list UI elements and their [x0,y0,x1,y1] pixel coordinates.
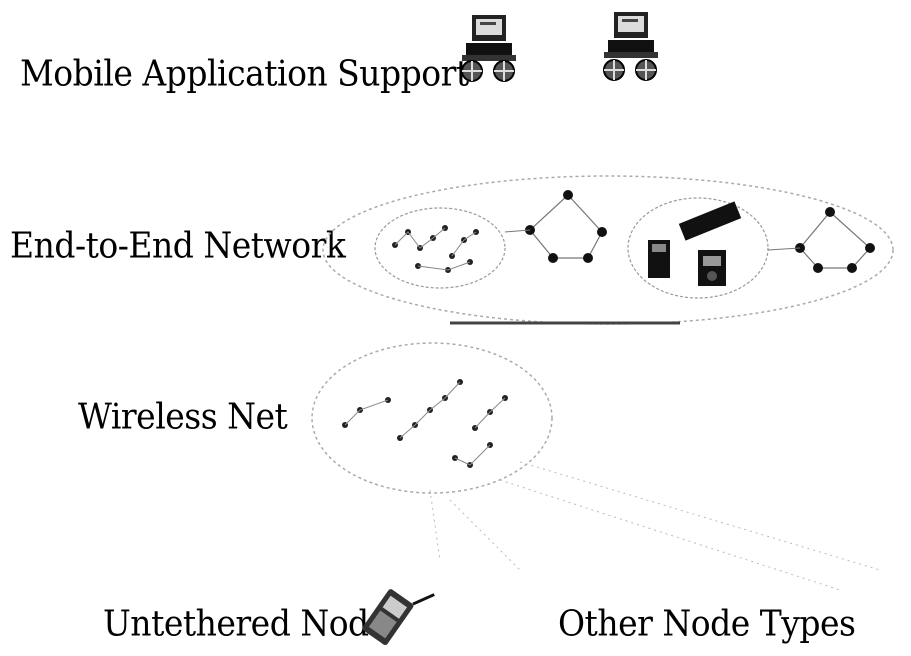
label-mobile-application-support: Mobile Application Support [20,52,469,95]
end-to-end-network-boundary [322,175,894,325]
subnet-boundary [374,207,506,289]
device-icon [648,201,742,286]
handheld-device-icon [362,589,435,645]
label-other-node-types: Other Node Types [558,602,856,645]
router-ring [767,207,875,273]
wireless-nodes [342,379,508,468]
label-untethered-node: Untethered Node [103,602,388,645]
workstation-icon [461,15,516,82]
label-end-to-end-network: End-to-End Network [10,224,346,267]
workstation-icon [603,12,658,81]
device-subnet-boundary [627,197,769,299]
subnet-nodes [392,225,479,273]
router-ring [504,190,607,263]
label-wireless-net: Wireless Net [78,395,288,438]
connection-lines [429,461,881,591]
wireless-net-boundary [311,342,553,494]
